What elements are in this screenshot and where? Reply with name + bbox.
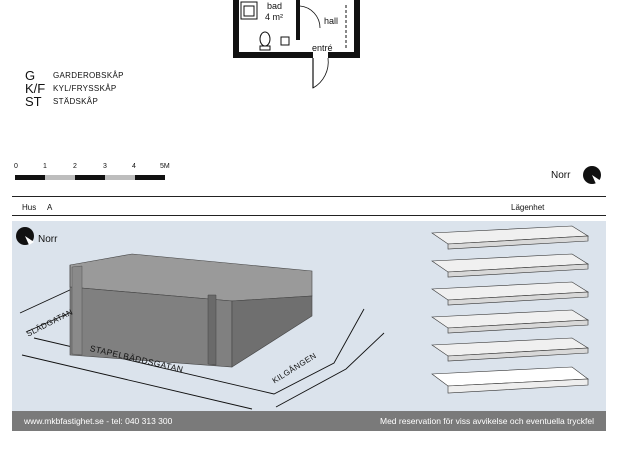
building-3d xyxy=(69,253,313,368)
scale-tick-2: 2 xyxy=(73,163,77,170)
north-label-top: Norr xyxy=(551,170,571,181)
header-rule-bottom xyxy=(12,215,606,216)
apartment-label: Lägenhet xyxy=(511,203,545,212)
scale-bar-graphic xyxy=(15,175,165,180)
legend-key-g: G xyxy=(25,68,36,83)
header-rule-top xyxy=(12,196,606,197)
floor-plan xyxy=(233,0,360,89)
legend-key-st: ST xyxy=(25,94,42,109)
room-label-bathroom: bad xyxy=(267,1,283,11)
scale-tick-1: 1 xyxy=(43,163,47,170)
footer-website: www.mkbfastighet.se - tel: 040 313 300 xyxy=(24,416,173,426)
scale-tick-5: 5M xyxy=(160,163,170,170)
house-label: Hus xyxy=(22,203,37,212)
room-label-bathroom-area: 4 m² xyxy=(265,12,283,22)
scale-tick-3: 3 xyxy=(103,163,107,170)
room-label-entry: entré xyxy=(312,43,333,53)
footer-bar: www.mkbfastighet.se - tel: 040 313 300 M… xyxy=(12,411,606,431)
legend-value-g: GARDEROBSKÅP xyxy=(53,71,124,80)
legend-key-kf: K/F xyxy=(25,81,46,96)
house-value: A xyxy=(47,203,53,212)
scale-tick-0: 0 xyxy=(14,163,18,170)
north-arrow-icon xyxy=(583,166,601,184)
site-north-label: Norr xyxy=(38,234,58,245)
room-label-hall: hall xyxy=(324,16,339,26)
legend-value-st: STÄDSKÅP xyxy=(53,97,99,106)
scale-tick-4: 4 xyxy=(132,163,136,170)
site-map xyxy=(19,225,589,410)
legend-value-kf: KYL/FRYSSKÅP xyxy=(53,84,117,93)
footer-disclaimer: Med reservation för viss avvikelse och e… xyxy=(379,416,594,426)
apartment-stack xyxy=(431,225,589,394)
north-arrow-site-icon xyxy=(16,227,34,245)
